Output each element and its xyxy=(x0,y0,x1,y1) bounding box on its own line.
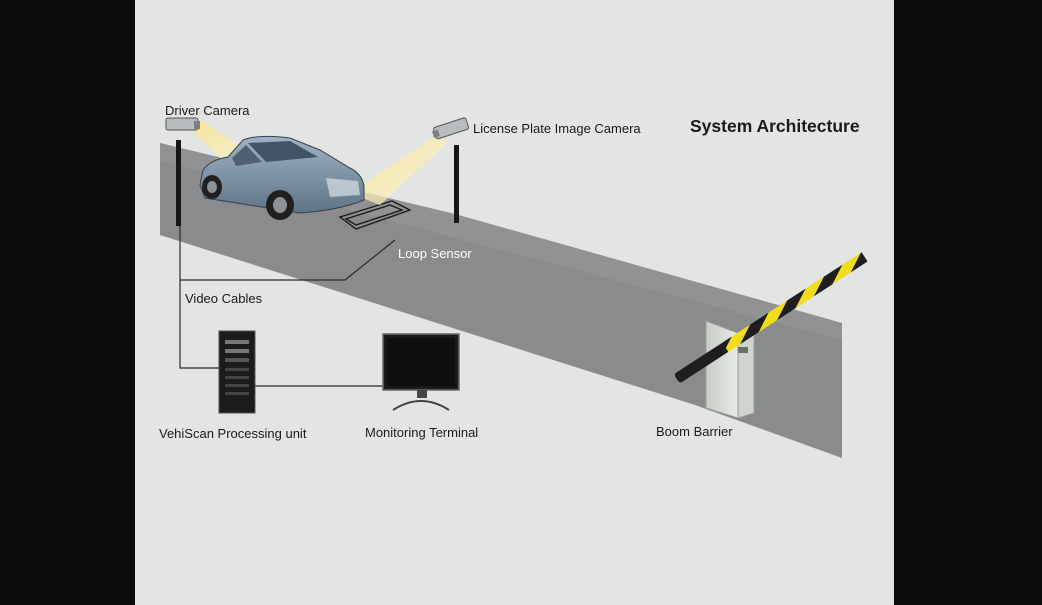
boom-arm-dark xyxy=(674,342,729,383)
license-plate-camera-icon xyxy=(432,117,470,140)
license-plate-camera-label: License Plate Image Camera xyxy=(473,121,641,136)
plate-camera-beam xyxy=(350,133,448,205)
driver-camera-label: Driver Camera xyxy=(165,103,250,118)
plate-camera-pole xyxy=(454,145,459,223)
loop-sensor-label: Loop Sensor xyxy=(398,246,472,261)
driver-camera-pole xyxy=(176,140,181,226)
boom-barrier-icon xyxy=(674,252,868,419)
driver-camera-icon xyxy=(165,117,200,131)
boom-barrier-label: Boom Barrier xyxy=(656,424,733,439)
monitoring-terminal-label: Monitoring Terminal xyxy=(365,425,479,440)
processing-unit-icon xyxy=(218,330,256,414)
loop-sensor xyxy=(338,200,412,230)
video-cables xyxy=(179,225,396,387)
boom-arm-striped xyxy=(722,252,868,352)
processing-unit-label: VehiScan Processing unit xyxy=(159,426,307,441)
road xyxy=(160,143,842,458)
car-icon xyxy=(199,135,365,220)
video-cables-label: Video Cables xyxy=(185,291,263,306)
monitoring-terminal-icon xyxy=(382,333,460,411)
diagram-title: System Architecture xyxy=(690,116,860,136)
